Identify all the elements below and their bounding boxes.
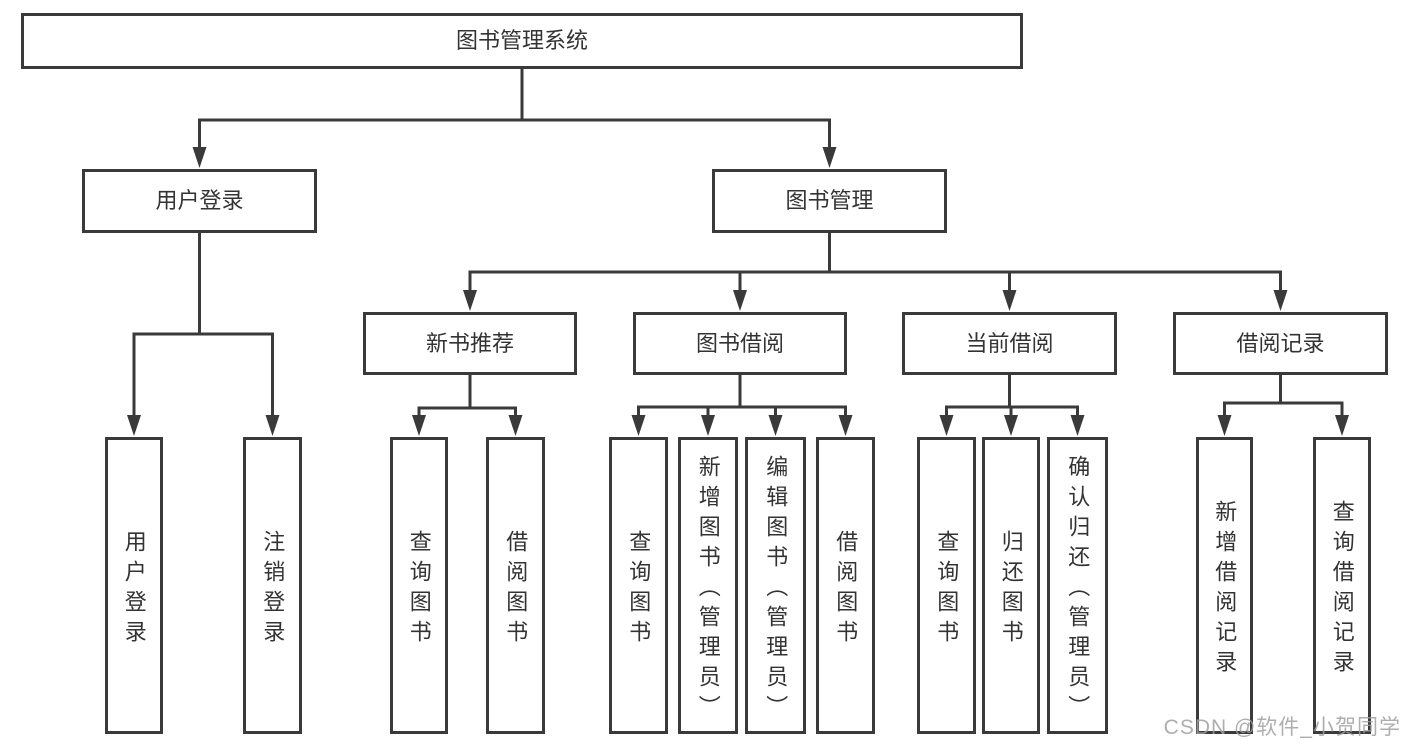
arrowhead-icon <box>631 415 646 436</box>
node-user-login: 用户登录 <box>105 437 163 734</box>
arrowhead-icon <box>1070 415 1085 436</box>
arrowhead-icon <box>768 415 783 436</box>
node-nb-borrow: 借阅图书 <box>486 437 545 734</box>
node-root: 图书管理系统 <box>21 13 1023 69</box>
arrowhead-icon <box>822 147 837 168</box>
node-logout: 注销登录 <box>243 437 302 734</box>
watermark-text: CSDN @软件_小贺同学 <box>1163 716 1401 739</box>
arrowhead-icon <box>1004 415 1018 436</box>
node-newbook: 新书推荐 <box>363 312 577 375</box>
arrowhead-icon <box>127 415 141 436</box>
arrowhead-icon <box>1217 415 1232 436</box>
arrowhead-icon <box>265 415 280 436</box>
node-mgmt: 图书管理 <box>712 169 947 233</box>
node-bb-query: 查询图书 <box>609 437 668 734</box>
arrowhead-icon <box>939 415 954 436</box>
arrowhead-icon <box>463 290 477 311</box>
node-bb-add: 新增图书（管理员） <box>678 437 738 734</box>
node-borrow: 图书借阅 <box>633 312 847 375</box>
node-records: 借阅记录 <box>1173 312 1388 375</box>
arrowhead-icon <box>1273 290 1288 311</box>
node-cb-confirm: 确认归还（管理员） <box>1047 437 1108 734</box>
arrowhead-icon <box>701 415 715 436</box>
node-bb-borrow: 借阅图书 <box>816 437 875 734</box>
node-bb-edit: 编辑图书（管理员） <box>745 437 806 734</box>
arrowhead-icon <box>733 290 747 311</box>
arrowhead-icon <box>412 415 426 436</box>
node-login: 用户登录 <box>82 169 317 233</box>
arrowhead-icon <box>508 415 523 436</box>
node-cb-query: 查询图书 <box>917 437 976 734</box>
node-rec-query: 查询借阅记录 <box>1313 437 1371 734</box>
node-nb-query: 查询图书 <box>390 437 448 734</box>
arrowhead-icon <box>838 415 853 436</box>
node-cb-return: 归还图书 <box>982 437 1040 734</box>
arrowhead-icon <box>1002 290 1017 311</box>
arrowhead-icon <box>1335 415 1349 436</box>
node-current: 当前借阅 <box>902 312 1117 375</box>
arrowhead-icon <box>192 147 207 168</box>
node-rec-add: 新增借阅记录 <box>1196 437 1253 734</box>
